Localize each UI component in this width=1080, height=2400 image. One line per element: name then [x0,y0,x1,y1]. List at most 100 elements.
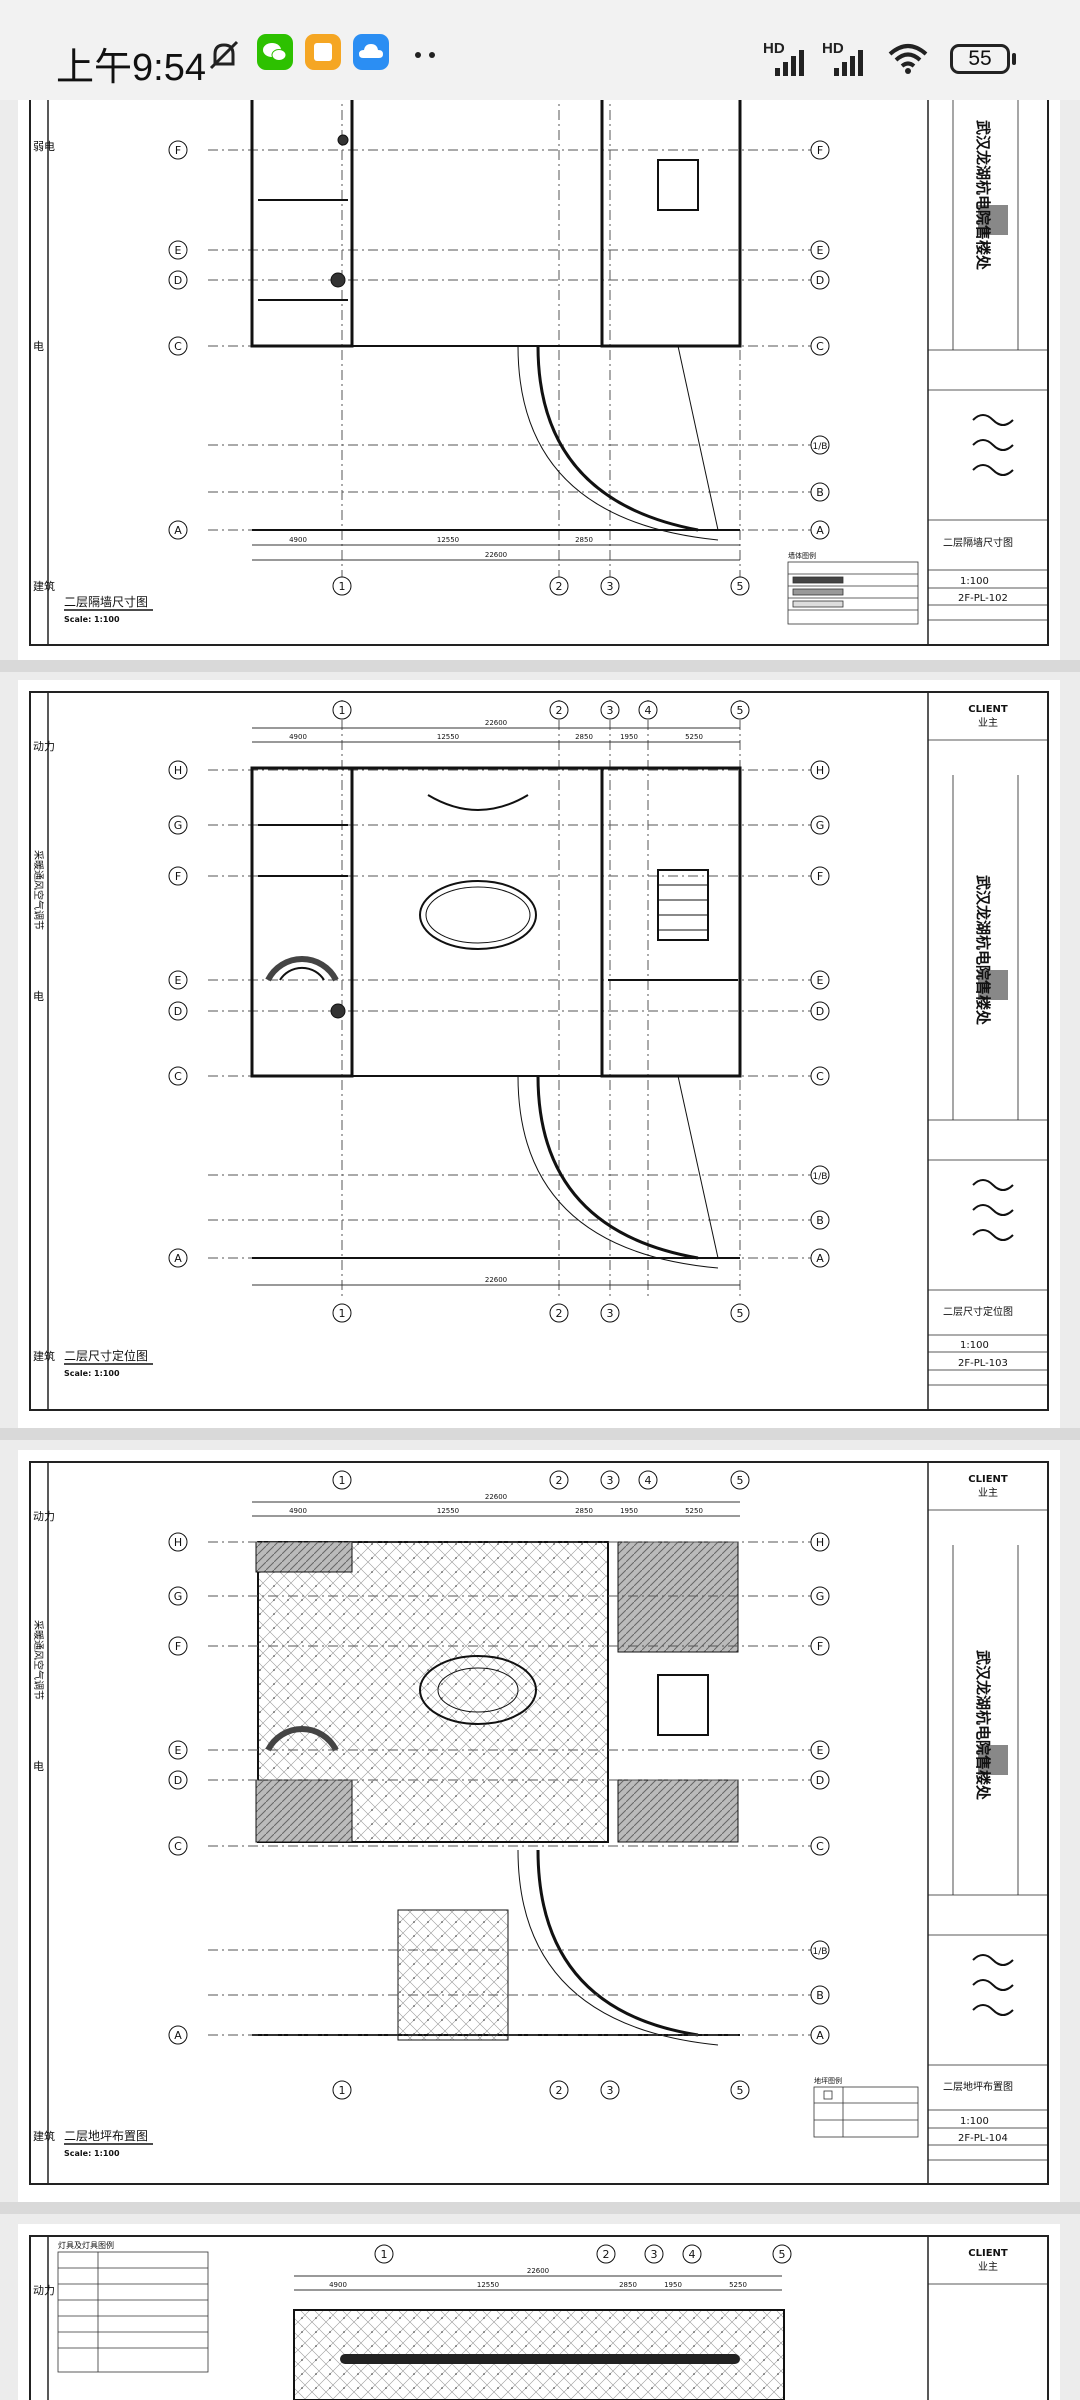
grid-row-label: F [175,144,181,157]
dim-overall: 22600 [527,2267,549,2275]
strip-text: 动力 [33,740,55,753]
grid-row-label: F [175,870,181,883]
dim-label: 2850 [619,2281,637,2289]
grid-row-label: D [816,1774,824,1787]
bell-off-icon [209,40,239,70]
dim-label: 12550 [477,2281,499,2289]
grid-column-label: 1 [381,2248,388,2261]
grid-row-label: H [816,764,824,777]
grid-column-label: 3 [651,2248,658,2261]
strip-text: 动力 [33,2284,55,2297]
grid-row-label: A [174,2029,182,2042]
grid-row-label: D [174,1005,182,1018]
client-label: CLIENT [968,2248,1008,2259]
project-name: 武汉龙湖杭电院售楼处 [974,120,992,271]
drawing-sheet-2f-pl-103: 动力 采暖通风空气调节 电 建筑 [18,680,1060,1428]
battery-icon: 55 [950,44,1010,74]
grid-row-label: 1/B [813,1172,828,1182]
grid-column-label: 2 [556,1474,563,1487]
drawing-number: 2F-PL-103 [958,1358,1008,1369]
grid-row-label: E [175,974,182,987]
grid-row-label: E [817,244,824,257]
grid-row-label: D [174,274,182,287]
grid-row-label: A [174,524,182,537]
grid-row-label: F [817,144,823,157]
project-name: 武汉龙湖杭电院售楼处 [974,875,992,1026]
client-cn-label: 业主 [978,717,998,729]
network-type-2: HD [822,40,844,57]
wifi-icon [888,44,928,74]
grid-column-label: 1 [339,704,346,717]
grid-row-label: D [816,274,824,287]
grid-row-label: G [816,1590,825,1603]
grid-row-label: F [817,1640,823,1653]
dim-label: 2850 [575,733,593,741]
status-time: 上午9:54 [56,47,206,89]
home-indicator[interactable] [340,2354,740,2364]
dim-label: 5250 [685,1507,703,1515]
dim-label: 4900 [289,536,307,544]
dim-label: 12550 [437,536,459,544]
scale-label: Scale: 1:100 [64,615,120,624]
grid-row-label: A [816,524,824,537]
grid-row-label: A [816,2029,824,2042]
grid-column-label: 1 [339,2084,346,2097]
dim-label: 4900 [289,733,307,741]
strip-text: 电 [33,990,44,1003]
title-block-scale: 1:100 [960,2116,989,2127]
signal-icon-2 [834,50,863,76]
cloud-app-icon [353,34,389,70]
grid-row-label: C [174,1840,182,1853]
grid-column-label: 3 [607,2084,614,2097]
network-type-1: HD [763,40,785,57]
dim-overall: 22600 [485,551,507,559]
grid-column-label: 1 [339,580,346,593]
grid-row-label: E [817,974,824,987]
grid-row-label: H [816,1536,824,1549]
grid-row-label: G [174,819,183,832]
grid-row-label: E [817,1744,824,1757]
strip-text: 动力 [33,1510,55,1523]
drawing-sheet-2f-pl-104: 动力 采暖通风空气调节 电 建筑 [18,1450,1060,2202]
strip-text: 电 [33,1760,44,1773]
grid-row-label: B [816,486,824,499]
strip-text: 弱电 [33,140,55,153]
client-label: CLIENT [968,704,1008,715]
project-name: 武汉龙湖杭电院售楼处 [974,1650,992,1801]
grid-column-label: 5 [737,704,744,717]
dim-label: 12550 [437,733,459,741]
dim-label: 1950 [620,1507,638,1515]
status-bar: 上午9:54 HD HD 55 [0,0,1080,100]
dim-label: 12550 [437,1507,459,1515]
grid-column-label: 4 [645,1474,652,1487]
scale-label: Scale: 1:100 [64,2149,120,2158]
grid-row-label: 1/B [813,442,828,452]
grid-column-label: 5 [737,1307,744,1320]
grid-column-label: 4 [689,2248,696,2261]
grid-column-label: 2 [556,704,563,717]
dim-label: 1950 [664,2281,682,2289]
dim-overall: 22600 [485,1493,507,1501]
grid-row-label: C [816,1840,824,1853]
drawing-number: 2F-PL-104 [958,2133,1008,2144]
strip-text: 电 [33,340,44,353]
grid-column-label: 3 [607,580,614,593]
title-block-scale: 1:100 [960,1340,989,1351]
strip-text: 建筑 [33,579,55,593]
page-gap [0,1428,1080,1440]
grid-row-label: G [174,1590,183,1603]
strip-text: 建筑 [33,1349,55,1363]
dim-label: 2850 [575,536,593,544]
dim-overall: 22600 [485,1276,507,1284]
grid-column-label: 2 [556,2084,563,2097]
drawing-sheet-4: 动力 灯具及灯具图例 1 2 3 4 5 4900 12550 2850 [18,2224,1060,2400]
dim-label: 2850 [575,1507,593,1515]
dim-overall: 22600 [485,719,507,727]
signal-icon-1 [775,50,804,76]
grid-row-label: H [174,1536,182,1549]
title-block-drawing-title: 二层尺寸定位图 [943,1305,1013,1318]
pdf-viewer[interactable]: 弱电 电 建筑 [0,100,1080,2400]
dim-label: 5250 [685,733,703,741]
dim-label: 5250 [729,2281,747,2289]
client-label: CLIENT [968,1474,1008,1485]
